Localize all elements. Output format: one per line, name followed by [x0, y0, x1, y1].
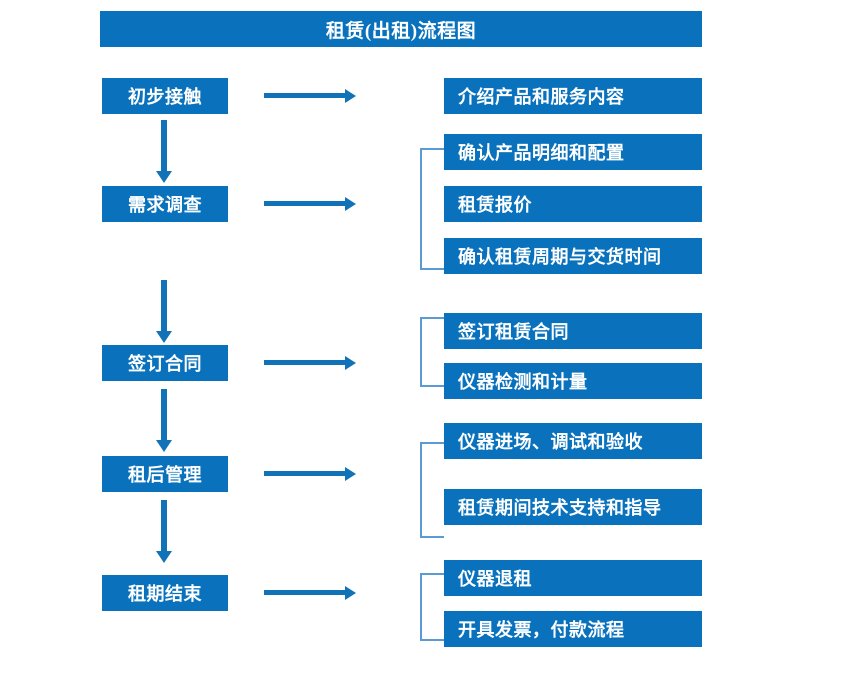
arrow-stage-1-to-stage-2 [161, 120, 167, 172]
arrow-stage-2-to-tasks [264, 201, 346, 206]
arrow-stage-3-to-tasks [264, 360, 346, 365]
bracket-stage-4 [420, 442, 444, 538]
bracket-stage-5 [420, 573, 444, 641]
task-box-2-3[interactable]: 确认租赁周期与交货时间 [444, 238, 702, 274]
task-box-3-2[interactable]: 仪器检测和计量 [444, 363, 702, 399]
arrow-stage-4-to-tasks [264, 471, 346, 476]
arrow-stage-5-to-tasks [264, 590, 346, 595]
task-box-1-1[interactable]: 介绍产品和服务内容 [444, 78, 702, 114]
task-box-3-1[interactable]: 签订租赁合同 [444, 313, 702, 349]
bracket-stage-3 [420, 317, 444, 387]
arrow-stage-1-to-tasks [264, 93, 346, 98]
stage-box-1[interactable]: 初步接触 [102, 78, 228, 114]
arrow-stage-2-to-stage-3 [161, 280, 167, 332]
task-box-5-2[interactable]: 开具发票，付款流程 [444, 611, 702, 647]
task-box-5-1[interactable]: 仪器退租 [444, 560, 702, 596]
task-box-4-1[interactable]: 仪器进场、调试和验收 [444, 423, 702, 459]
arrow-stage-4-to-stage-5 [161, 500, 167, 552]
diagram-title: 租赁(出租)流程图 [100, 11, 702, 47]
stage-box-3[interactable]: 签订合同 [102, 345, 228, 381]
bracket-stage-2 [420, 148, 444, 270]
task-box-2-2[interactable]: 租赁报价 [444, 186, 702, 222]
stage-box-4[interactable]: 租后管理 [102, 456, 228, 492]
task-box-2-1[interactable]: 确认产品明细和配置 [444, 134, 702, 170]
stage-box-5[interactable]: 租期结束 [102, 575, 228, 611]
arrow-stage-3-to-stage-4 [161, 389, 167, 441]
stage-box-2[interactable]: 需求调查 [102, 186, 228, 222]
task-box-4-2[interactable]: 租赁期间技术支持和指导 [444, 489, 702, 525]
